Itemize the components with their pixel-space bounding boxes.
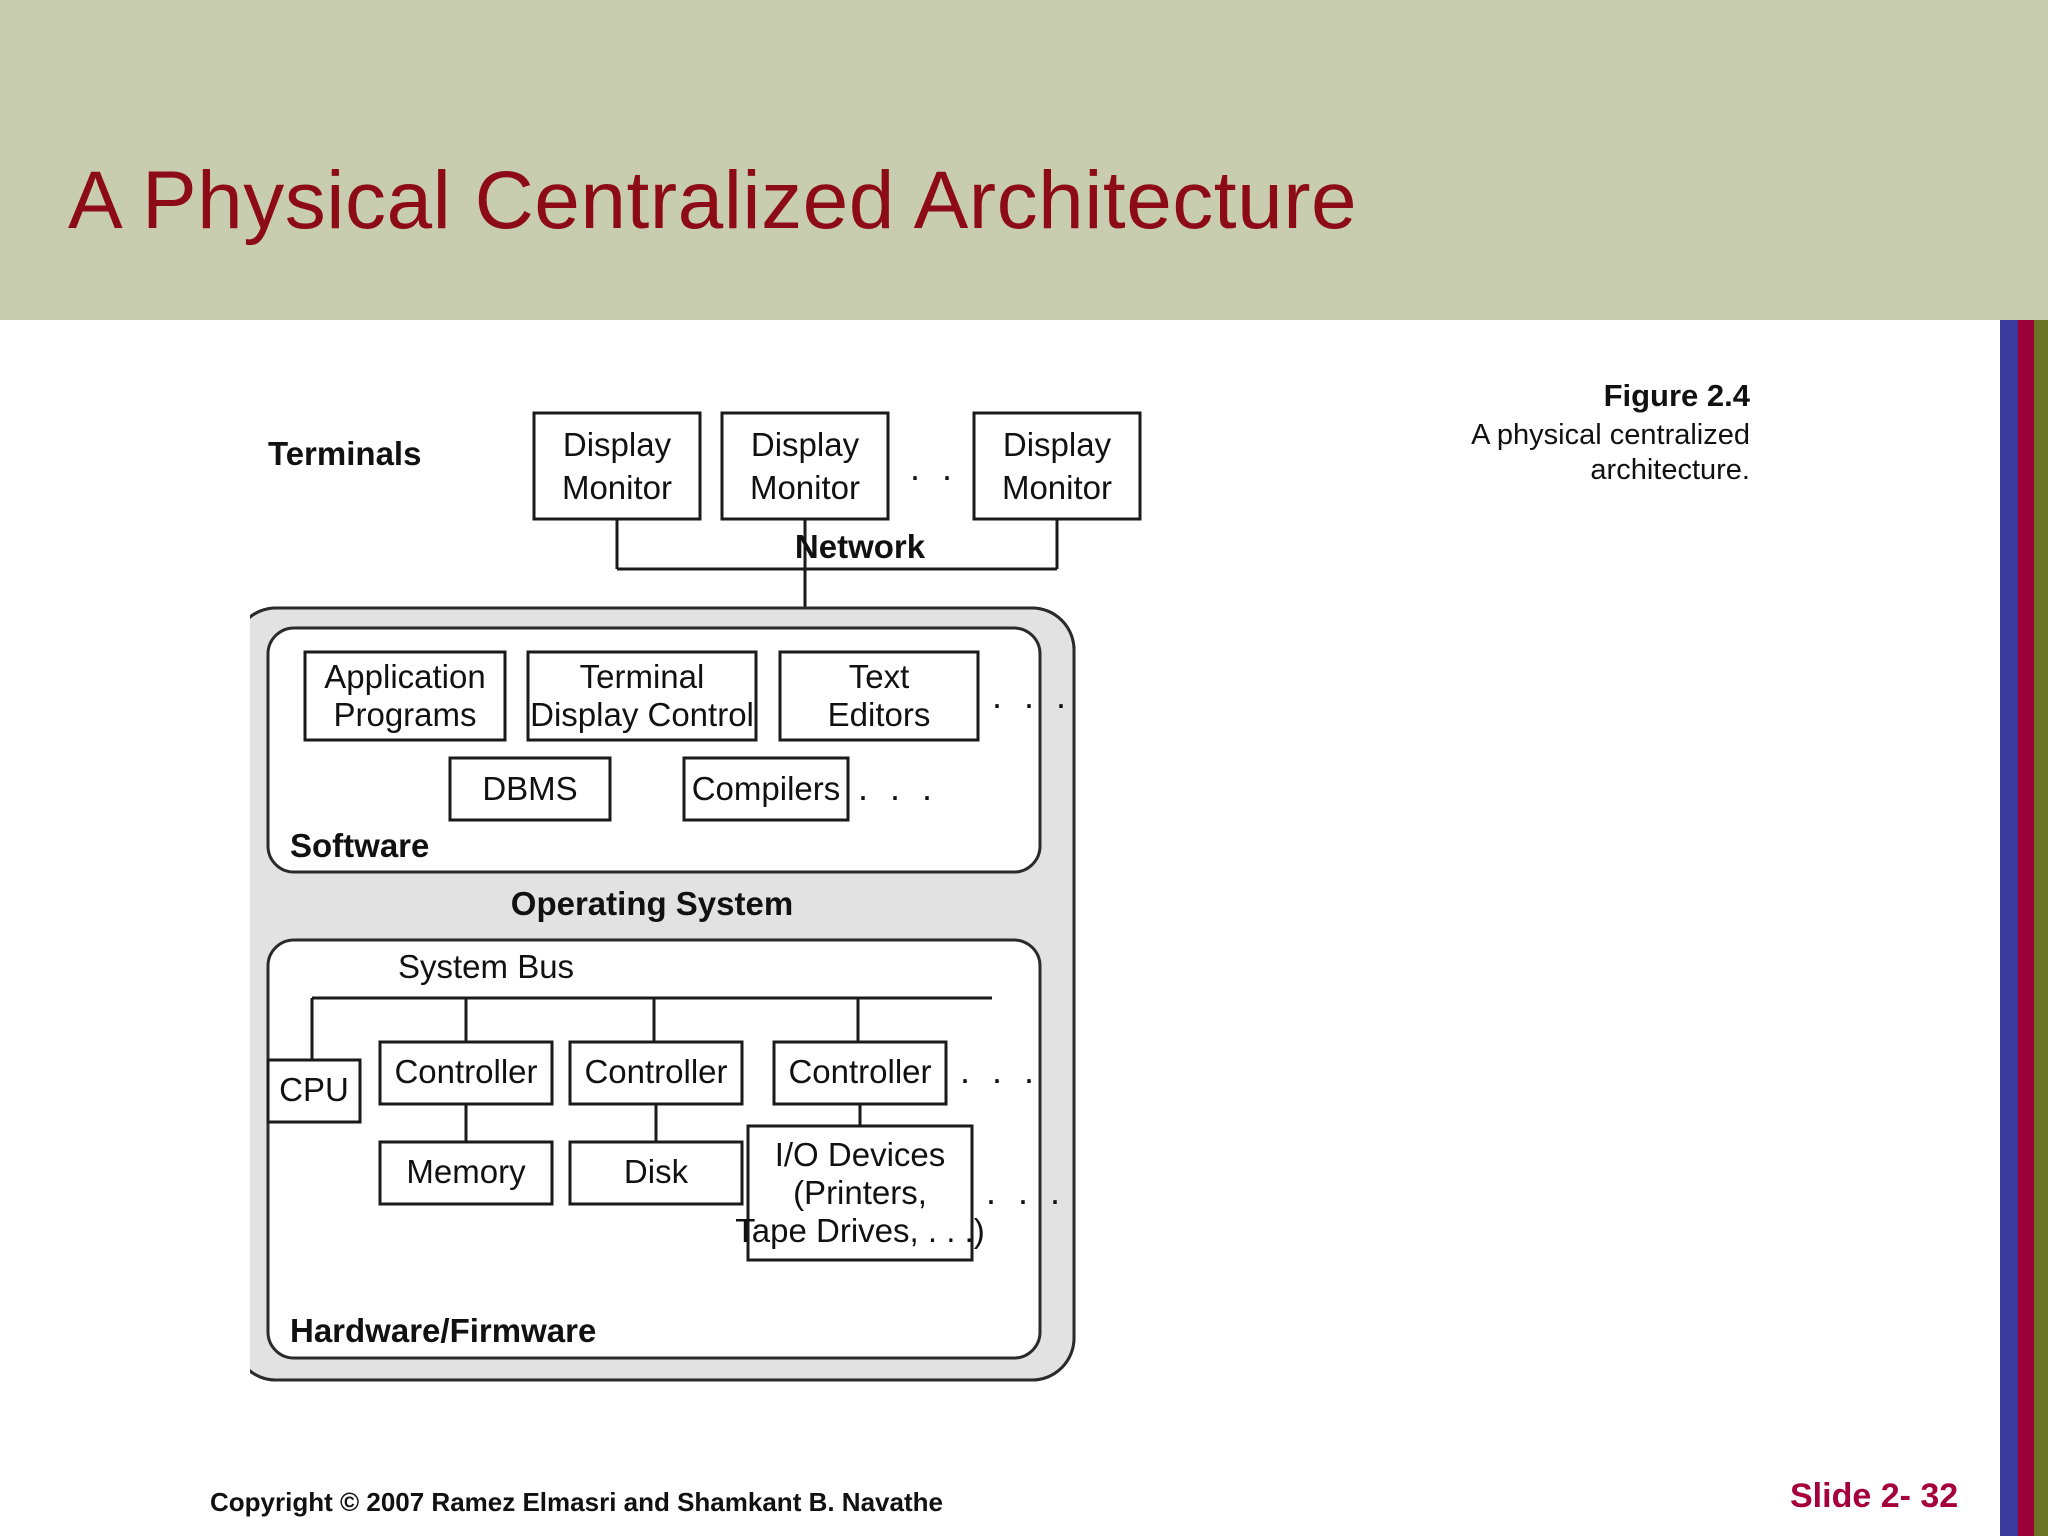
hardware-box-memory <box>378 1140 554 1206</box>
software-box-dbms <box>448 756 612 822</box>
disk-label: Disk <box>624 1153 689 1190</box>
terminal-3-line1: Display <box>1003 426 1112 463</box>
software-box-text-editors <box>778 650 980 742</box>
system-bus-label: System Bus <box>398 948 574 985</box>
terminal-display-control-line1: Terminal <box>580 658 705 695</box>
text-editors-line2: Editors <box>828 696 931 733</box>
terminal-box-3 <box>972 411 1142 521</box>
terminals-label: Terminals <box>268 435 421 472</box>
terminal-3-line2: Monitor <box>1002 469 1112 506</box>
hardware-box-io-devices <box>746 1124 974 1262</box>
io-devices-line1: I/O Devices <box>775 1136 946 1173</box>
cpu-label: CPU <box>279 1071 349 1108</box>
software-box-compilers <box>682 756 850 822</box>
hardware-box-controller-3 <box>772 1040 948 1106</box>
terminal-2-line1: Display <box>751 426 860 463</box>
dbms-label: DBMS <box>482 770 577 807</box>
controller-3-label: Controller <box>788 1053 931 1090</box>
terminal-display-control-line2: Display Control <box>530 696 754 733</box>
io-devices-line2: (Printers, <box>793 1174 927 1211</box>
terminal-box-2 <box>720 411 890 521</box>
software-label: Software <box>290 827 429 864</box>
architecture-diagram: Terminals Display Monitor Display Monito… <box>250 370 1370 1410</box>
software-box-terminal-display-control <box>526 650 758 742</box>
hardware-firmware-label: Hardware/Firmware <box>290 1312 596 1349</box>
operating-system-label: Operating System <box>511 885 793 922</box>
stripe-crimson <box>2018 320 2034 1536</box>
footer-slide-number: Slide 2- 32 <box>1790 1477 1959 1515</box>
page-title: A Physical Centralized Architecture <box>68 155 1358 246</box>
application-programs-line2: Programs <box>333 696 476 733</box>
terminals-ellipsis: . . . <box>910 447 990 488</box>
decorative-stripe-band <box>2000 320 2048 1536</box>
hardware-box-controller-2 <box>568 1040 744 1106</box>
application-programs-line1: Application <box>324 658 485 695</box>
hardware-box-controller-1 <box>378 1040 554 1106</box>
memory-label: Memory <box>406 1153 526 1190</box>
hardware-box-cpu <box>266 1058 362 1124</box>
stripe-olive <box>2034 320 2048 1536</box>
terminal-1-line1: Display <box>563 426 672 463</box>
hardware-box-disk <box>568 1140 744 1206</box>
terminal-box-1 <box>532 411 702 521</box>
io-devices-ellipsis: . . . <box>986 1171 1066 1212</box>
terminal-2-line2: Monitor <box>750 469 860 506</box>
text-editors-line1: Text <box>849 658 910 695</box>
footer-copyright: Copyright © 2007 Ramez Elmasri and Shamk… <box>210 1487 943 1517</box>
controller-2-label: Controller <box>584 1053 727 1090</box>
controller-1-label: Controller <box>394 1053 537 1090</box>
network-label: Network <box>795 528 926 565</box>
figure-description: A physical centralized architecture. <box>1471 418 1750 487</box>
terminal-1-line2: Monitor <box>562 469 672 506</box>
title-band: A Physical Centralized Architecture <box>0 0 2048 320</box>
figure-number: Figure 2.4 <box>1603 378 1750 413</box>
software-row2-ellipsis: . . . <box>858 767 938 808</box>
figure-caption: Figure 2.4 A physical centralized archit… <box>1330 378 1750 488</box>
io-devices-line3: Tape Drives, . . .) <box>735 1212 984 1249</box>
compilers-label: Compilers <box>692 770 841 807</box>
stripe-blue <box>2000 320 2018 1536</box>
software-box-application-programs <box>303 650 507 742</box>
software-row1-ellipsis: . . . <box>992 675 1072 716</box>
controllers-ellipsis: . . . <box>960 1050 1040 1091</box>
